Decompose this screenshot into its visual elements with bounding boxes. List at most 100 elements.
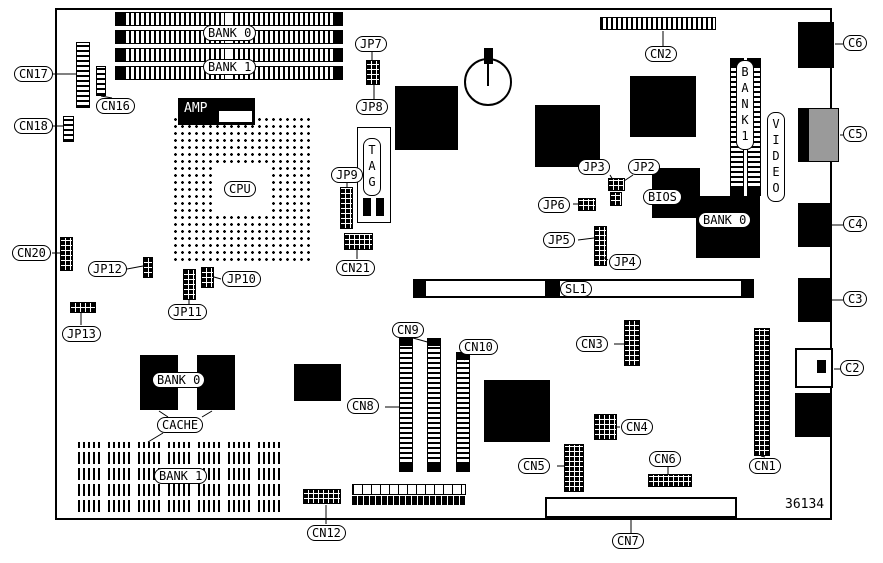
leader-line bbox=[213, 276, 222, 280]
slot-end-cap bbox=[741, 281, 752, 296]
cn18-connector bbox=[63, 116, 74, 142]
socket-segment bbox=[124, 48, 225, 62]
cn17-connector bbox=[76, 42, 90, 108]
label-c5: C5 bbox=[843, 126, 868, 142]
label-cn9: CN9 bbox=[392, 322, 424, 338]
slot-key bbox=[545, 281, 560, 296]
socket-segment bbox=[233, 66, 334, 80]
leader-line bbox=[623, 174, 634, 182]
label-c2: C2 bbox=[840, 360, 865, 376]
label-jp5: JP5 bbox=[543, 232, 575, 248]
c2-port bbox=[795, 348, 833, 388]
socket-segment bbox=[124, 12, 225, 26]
cn21-connector bbox=[344, 233, 373, 250]
socket-segment bbox=[233, 30, 334, 44]
io-ic bbox=[294, 364, 341, 401]
socket-end-cap bbox=[427, 338, 441, 346]
cn1-connector bbox=[754, 328, 770, 456]
label-cn20: CN20 bbox=[12, 245, 51, 261]
label-bank1-top: BANK 1 bbox=[203, 59, 257, 75]
label-cn3: CN3 bbox=[576, 336, 608, 352]
leader-line bbox=[147, 432, 164, 443]
label-cn21: CN21 bbox=[336, 260, 375, 276]
socket-segment bbox=[399, 346, 413, 464]
label-cn6: CN6 bbox=[649, 451, 681, 467]
label-cn8: CN8 bbox=[347, 398, 379, 414]
label-jp4: JP4 bbox=[609, 254, 641, 270]
socket-end-cap bbox=[399, 464, 413, 472]
chipset-ic bbox=[630, 76, 696, 137]
tag-chip-pin bbox=[376, 198, 384, 216]
label-cn1: CN1 bbox=[749, 458, 781, 474]
socket-end-cap bbox=[334, 30, 343, 44]
socket-end-cap bbox=[115, 48, 124, 62]
leader-line bbox=[600, 255, 609, 261]
jp10-jumper bbox=[201, 267, 214, 288]
label-c6: C6 bbox=[843, 35, 868, 51]
socket-end-cap bbox=[334, 48, 343, 62]
rear-port bbox=[795, 393, 831, 437]
cn5-connector bbox=[564, 444, 584, 492]
socket-segment bbox=[427, 346, 441, 464]
label-bank1-right: BANK1 bbox=[736, 60, 754, 150]
socket-segment bbox=[124, 66, 225, 80]
label-jp7: JP7 bbox=[355, 36, 387, 52]
front-panel-header-pins bbox=[352, 484, 466, 495]
cn4-connector bbox=[594, 414, 617, 440]
socket-end-cap bbox=[456, 352, 470, 360]
cn3-connector bbox=[624, 320, 640, 366]
cache-sram-array bbox=[78, 442, 287, 512]
battery-mark bbox=[487, 64, 489, 86]
simm-socket-row bbox=[115, 12, 343, 26]
simm-socket-row bbox=[115, 48, 343, 62]
socket-segment bbox=[124, 30, 225, 44]
leader-line bbox=[201, 410, 213, 418]
label-jp8: JP8 bbox=[356, 99, 388, 115]
leader-line bbox=[126, 265, 144, 270]
label-bank1-cache: BANK 1 bbox=[154, 468, 208, 484]
label-cn18: CN18 bbox=[14, 118, 53, 134]
amp-label: AMP bbox=[184, 101, 208, 116]
c5-port bbox=[808, 108, 839, 162]
leader-line bbox=[760, 455, 766, 458]
label-jp9: JP9 bbox=[331, 167, 363, 183]
c4-port bbox=[798, 203, 831, 247]
jp7-jumper bbox=[366, 60, 380, 85]
jp11-jumper bbox=[183, 269, 196, 300]
chipset-ic bbox=[535, 105, 600, 167]
label-cpu: CPU bbox=[224, 181, 256, 197]
jp6-jumper bbox=[578, 198, 596, 211]
label-cn2: CN2 bbox=[645, 46, 677, 62]
battery-stem bbox=[484, 48, 493, 64]
label-cn10: CN10 bbox=[459, 339, 498, 355]
socket-end-cap bbox=[399, 338, 413, 346]
amp-block: AMP bbox=[178, 98, 255, 125]
label-cn4: CN4 bbox=[621, 419, 653, 435]
label-jp6: JP6 bbox=[538, 197, 570, 213]
label-jp13: JP13 bbox=[62, 326, 101, 342]
label-c3: C3 bbox=[843, 291, 868, 307]
label-cn5: CN5 bbox=[518, 458, 550, 474]
label-jp11: JP11 bbox=[168, 304, 207, 320]
socket-end-cap bbox=[115, 66, 124, 80]
label-bank0-top: BANK 0 bbox=[203, 25, 257, 41]
leader-line bbox=[100, 95, 113, 99]
cn9-connector bbox=[427, 338, 441, 472]
label-cn12: CN12 bbox=[307, 525, 346, 541]
slot-end-cap bbox=[415, 281, 426, 296]
label-jp3: JP3 bbox=[578, 159, 610, 175]
leader-line bbox=[577, 237, 595, 241]
jp13-jumper bbox=[70, 302, 96, 313]
cn10-connector bbox=[456, 352, 470, 472]
leader-line bbox=[412, 337, 432, 344]
cpu-socket bbox=[172, 116, 310, 262]
label-jp2: JP2 bbox=[628, 159, 660, 175]
socket-end-cap bbox=[747, 188, 761, 196]
chipset-ic bbox=[395, 86, 458, 150]
label-jp10: JP10 bbox=[222, 271, 261, 287]
socket-end-cap bbox=[747, 58, 761, 66]
cn6-connector bbox=[648, 474, 692, 487]
jp12-jumper bbox=[143, 257, 153, 278]
